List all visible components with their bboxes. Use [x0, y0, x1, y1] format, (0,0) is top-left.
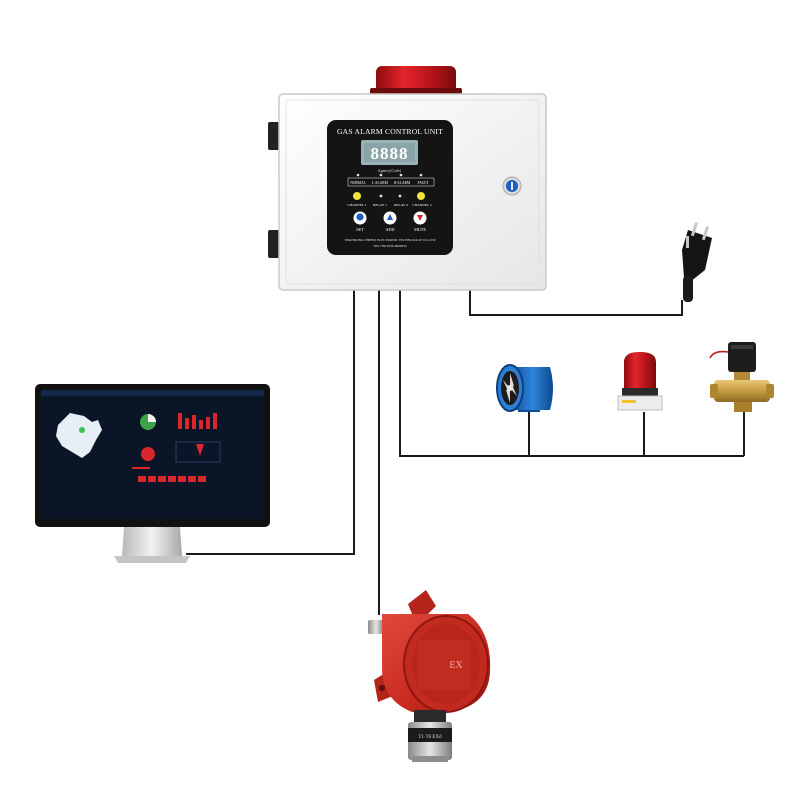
set-button-label: SET: [356, 227, 364, 232]
display-digits: 8888: [371, 144, 409, 163]
channel-indicators: CHANNEL 1 RELAY 1 RELAY 2 CHANNEL 2: [347, 192, 432, 207]
status-label: NORMAL: [350, 181, 366, 185]
key-lock-icon[interactable]: [502, 176, 522, 196]
channel-label: CHANNEL 1: [347, 203, 366, 207]
company-phone: TEL:+86-0536-8696050: [373, 244, 407, 248]
add-button[interactable]: ADD: [383, 211, 397, 233]
hinge: [268, 122, 280, 150]
beacon-light-icon: [370, 66, 462, 96]
detector-body-label: EX: [449, 660, 463, 671]
status-indicators: NORMAL L ALARM H ALARM FAULT: [347, 173, 435, 187]
mute-button-label: MUTE: [414, 227, 426, 232]
display-caption: Agency(Code): [378, 168, 402, 173]
solenoid-valve-icon: [709, 342, 774, 412]
channel-1-led: [353, 192, 361, 200]
axial-fan-icon: [496, 364, 553, 412]
relay-1-led: [379, 194, 383, 198]
mute-button[interactable]: MUTE: [413, 211, 427, 233]
alarm-light-icon: [617, 352, 663, 411]
channel-2-led: [417, 192, 425, 200]
status-label: FAULT: [418, 181, 430, 185]
gas-detector-icon: EX T1·T6 EXd: [368, 590, 491, 762]
company-name: SHANDONG ZHIHUI ELECTRONIC TECHNOLOGY CO…: [345, 238, 436, 243]
wire-to-power: [469, 288, 683, 316]
dashboard-content: [41, 390, 264, 482]
gas-alarm-control-unit: GAS ALARM CONTROL UNIT 8888 Agency(Code)…: [268, 66, 547, 291]
status-label: H ALARM: [394, 181, 411, 185]
power-plug-icon: [682, 222, 712, 302]
channel-label: RELAY 1: [373, 203, 387, 207]
sensor-label: T1·T6 EXd: [418, 735, 442, 740]
hinge: [268, 230, 280, 258]
wiring: [186, 288, 745, 615]
relay-2-led: [398, 194, 402, 198]
status-label: L ALARM: [372, 181, 389, 185]
wire-to-outputs: [399, 288, 744, 457]
monitor-icon: [35, 384, 270, 563]
set-button[interactable]: SET: [353, 211, 367, 233]
add-button-label: ADD: [385, 227, 394, 232]
panel-title: GAS ALARM CONTROL UNIT: [337, 127, 443, 136]
channel-label: CHANNEL 2: [412, 203, 431, 207]
wire-to-monitor: [186, 288, 355, 555]
channel-label: RELAY 2: [394, 203, 408, 207]
